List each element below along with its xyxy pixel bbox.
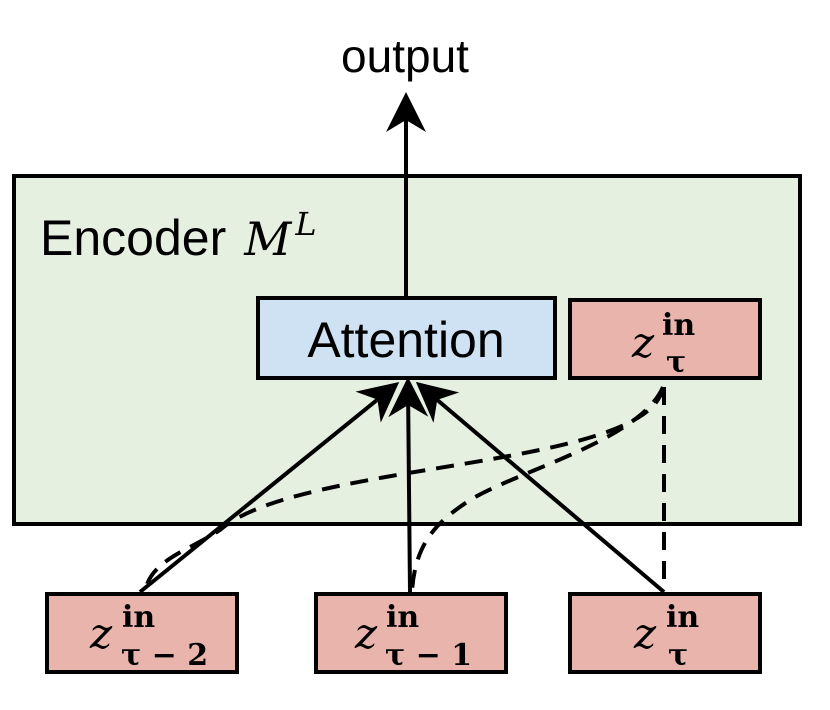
z-tau-minus-1-sup: in [386,600,419,635]
dashed-link-to-tau-minus-2 [143,386,665,593]
attention-box [256,296,557,380]
arrow-from-tau [415,381,666,594]
encoder-title: Encoder M L [40,205,317,266]
z-tau-minus-1-box [314,592,508,674]
z-tau-minus-1-sub: τ − 1 [385,638,472,673]
z-inner-box [568,298,762,380]
encoder-symbol: M [243,212,293,266]
output-label: output [341,30,469,82]
z-tau-sup: in [666,600,699,635]
z-inner-var: z [631,318,655,367]
z-tau-minus-2-sub: τ − 2 [121,638,208,673]
z-inner-sup: in [662,308,695,343]
dashed-link-to-tau-minus-1 [410,386,665,593]
z-tau-var: z [633,609,657,658]
z-inner-sub: τ [666,345,686,380]
z-tau-box [568,592,762,674]
z-tau-minus-2-box [45,592,239,674]
encoder-label: Encoder [40,210,226,266]
encoder-superscript: L [294,205,316,243]
arrow-from-tau-minus-2 [138,381,400,594]
attention-label: Attention [307,312,504,368]
z-tau-minus-1-var: z [354,609,378,658]
arrow-from-tau-minus-1 [388,377,429,593]
z-tau-minus-2-var: z [89,609,113,658]
z-tau-minus-2-sup: in [122,600,155,635]
z-tau-sub: τ [668,638,688,673]
